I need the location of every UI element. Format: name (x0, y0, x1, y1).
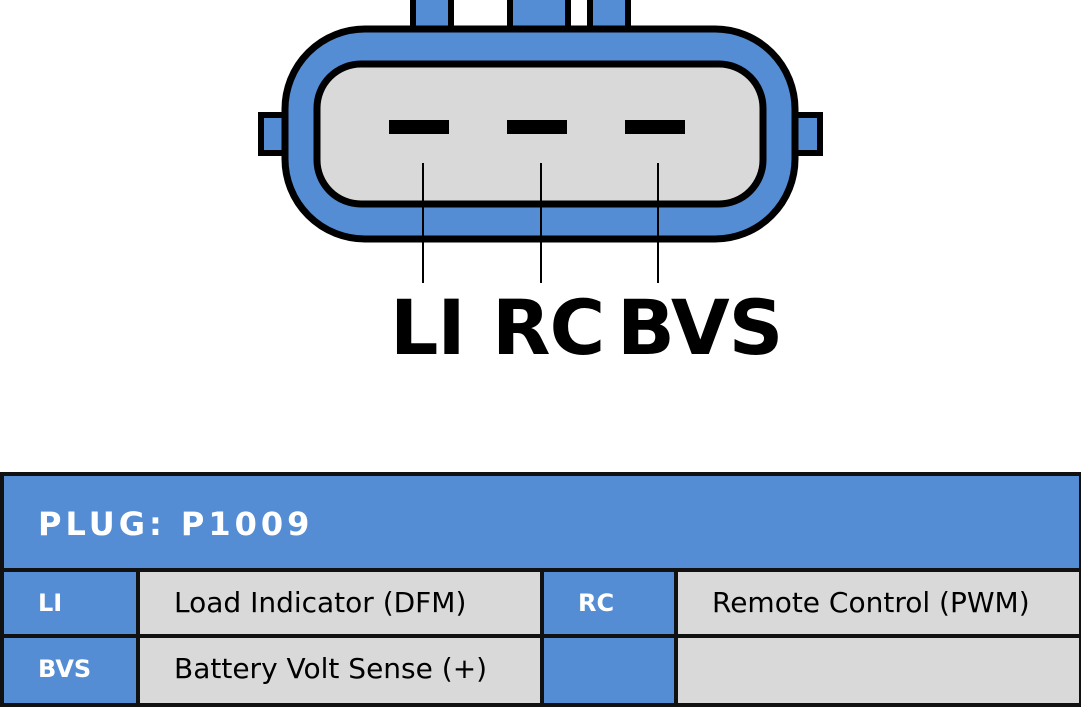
pin-description-cell: Remote Control (PWM) (678, 572, 1079, 634)
pinout-table: PLUG: P1009 LI Load Indicator (DFM) RC R… (0, 472, 1081, 707)
pin-label-li: LI (390, 283, 466, 372)
pin-code-cell: RC (544, 572, 674, 634)
pin-bvs (625, 120, 685, 134)
pin-rc (507, 120, 567, 134)
connector-diagram (258, 0, 823, 283)
pin-label-rc: RC (492, 283, 605, 372)
pin-description-cell (678, 638, 1079, 703)
pin-label-bvs: BVS (617, 283, 783, 372)
pin-code-cell: LI (4, 572, 136, 634)
pin-li (389, 120, 449, 134)
pin-code-cell: BVS (4, 638, 136, 703)
pin-description-cell: Load Indicator (DFM) (140, 572, 540, 634)
pin-code-cell (544, 638, 674, 703)
pin-description-cell: Battery Volt Sense (+) (140, 638, 540, 703)
plug-title: PLUG: P1009 (4, 476, 1079, 568)
